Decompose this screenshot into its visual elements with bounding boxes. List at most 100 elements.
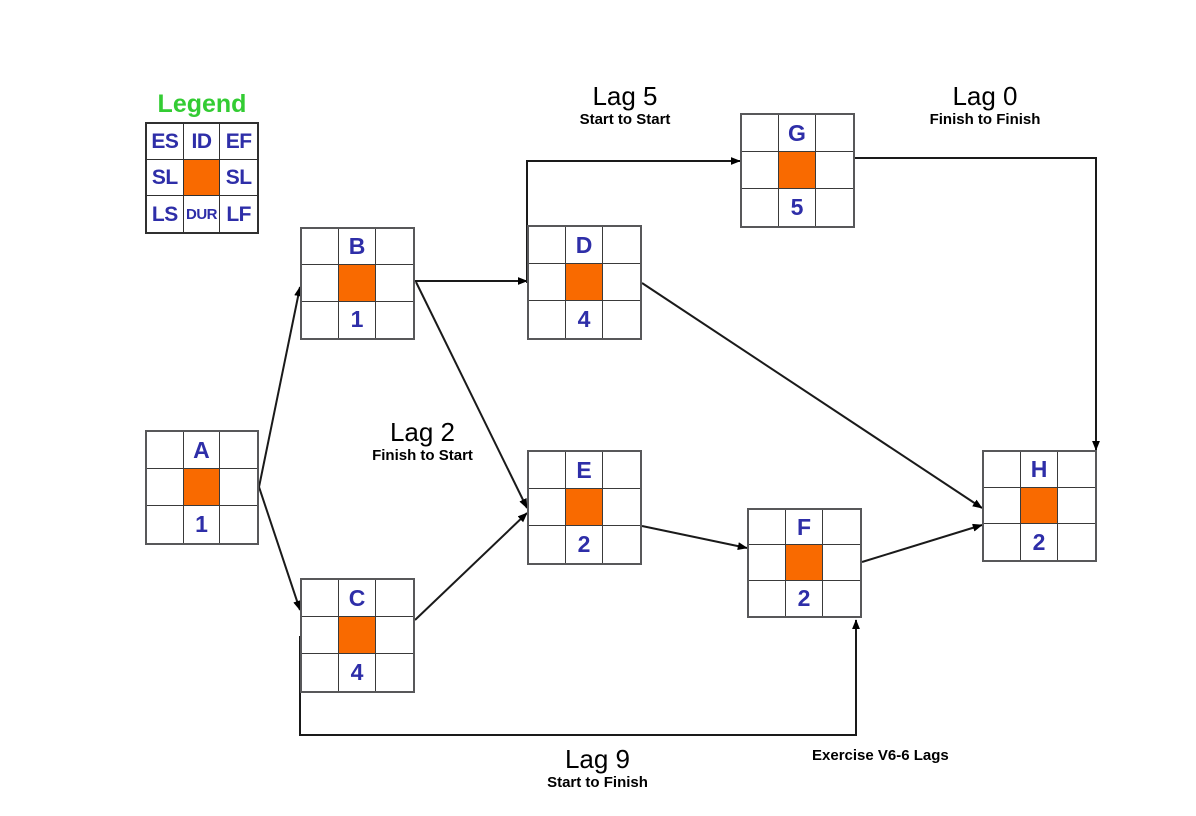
legend-cell-id: ID: [183, 124, 221, 160]
legend-cell-lf: LF: [226, 202, 251, 226]
node-id-label: H: [1021, 452, 1058, 488]
cell-r3c3: [376, 302, 413, 338]
lag-value: Lag 5: [592, 81, 658, 111]
node-id-label: C: [339, 580, 376, 617]
node-duration-label: 5: [779, 189, 816, 226]
node-duration-label: 4: [339, 654, 376, 691]
cell-r2c1: [529, 489, 566, 526]
legend-cell-sl-left: SL: [147, 160, 184, 196]
cell-r3c1: [529, 301, 566, 338]
cell-r1c3: [823, 510, 860, 546]
cell-r1c1: [749, 510, 786, 546]
node-duration-label: 2: [1021, 524, 1058, 560]
cell-r3c3: [823, 581, 860, 616]
edge-a-to-c: [258, 486, 301, 611]
cell-r3c3: [376, 654, 413, 691]
cell-r3c3: [816, 189, 853, 226]
cell-r2c3: [816, 152, 853, 189]
node-id-label: G: [779, 115, 816, 152]
node-center-block: [566, 264, 603, 301]
node-center-block: [779, 152, 816, 189]
node-duration-label: 1: [184, 506, 221, 543]
cell-r1c3: [220, 432, 257, 469]
cell-r1c3: [376, 580, 413, 617]
cell-r1c1: [302, 229, 339, 266]
node-center-block: [1021, 488, 1058, 524]
lag-value: Lag 0: [952, 81, 1018, 111]
edge-b-to-e: [415, 281, 528, 509]
edge-g-to-h: [855, 157, 1100, 451]
cell-r2c3: [1058, 488, 1095, 524]
cell-r3c1: [147, 506, 184, 543]
edge-a-to-b: [258, 286, 303, 488]
cell-r2c1: [302, 617, 339, 654]
cell-r2c3: [376, 265, 413, 302]
cell-r1c3: [603, 227, 640, 264]
legend-cell-ef: EF: [220, 124, 257, 160]
node-center-block: [339, 617, 376, 654]
cell-r2c3: [603, 489, 640, 526]
edge-c-to-e: [414, 512, 528, 621]
cell-r2c3: [603, 264, 640, 301]
lag-relationship: Finish to Start: [372, 446, 473, 464]
cell-r3c3: [220, 506, 257, 543]
node-center-block: [786, 545, 823, 581]
cell-r3c1: [984, 524, 1021, 560]
cell-r3c1: [302, 301, 339, 338]
edge-e-to-f: [641, 525, 748, 551]
cell-r3c3: [1058, 524, 1095, 560]
node-duration-label: 2: [566, 526, 603, 563]
cell-r2c3: [220, 469, 257, 506]
cell-r1c1: [742, 115, 779, 152]
exercise-caption: Exercise V6-6 Lags: [812, 747, 949, 764]
node-id-label: A: [183, 432, 221, 469]
cell-r2c1: [984, 488, 1021, 524]
cell-r3c1: [529, 526, 566, 563]
cell-r1c1: [147, 432, 184, 469]
legend-cell-sl-right: SL: [220, 160, 257, 196]
cell-r1c1: [302, 580, 339, 617]
cell-r3c1: [742, 189, 779, 226]
node-duration-label: 1: [339, 301, 376, 338]
cell-r1c3: [376, 229, 413, 266]
cell-r3c3: [603, 301, 640, 338]
cell-r1c1: [984, 452, 1021, 488]
lag-relationship: Finish to Finish: [929, 110, 1041, 128]
lag-value: Lag 2: [389, 417, 456, 447]
cell-r1c1: [529, 227, 566, 264]
legend-cell-dur: DUR: [184, 196, 221, 232]
cell-r3c1: [302, 654, 339, 691]
lag-relationship: Start to Start: [579, 110, 671, 128]
cell-r1c3: [1058, 452, 1095, 488]
legend-cell-ls: LS: [147, 196, 184, 232]
cell-r2c1: [742, 152, 779, 189]
cell-r3c1: [749, 580, 786, 616]
cell-r2c1: [147, 469, 184, 506]
cell-r1c3: [816, 115, 853, 152]
node-center-block: [183, 469, 221, 506]
legend-title: Legend: [157, 90, 247, 118]
node-id-label: E: [566, 452, 603, 489]
cell-r1c3: [603, 452, 640, 489]
lag-value: Lag 9: [564, 744, 631, 774]
cell-r3c3: [603, 526, 640, 563]
edge-d-to-h: [641, 282, 983, 509]
cell-r2c3: [823, 545, 860, 581]
legend-cell-center: [183, 160, 221, 196]
lag-relationship: Start to Finish: [547, 773, 648, 791]
node-duration-label: 2: [786, 580, 823, 616]
legend-node: ES ID EF SL SL LS DUR LF: [145, 122, 259, 234]
cell-r2c1: [302, 265, 339, 302]
